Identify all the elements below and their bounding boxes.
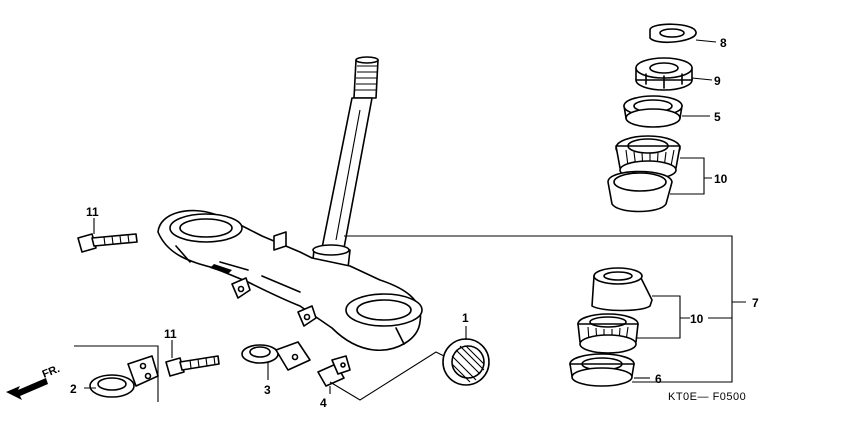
part-10-top-race xyxy=(607,170,673,213)
callout-11-bottom: 11 xyxy=(164,327,177,341)
part-3-bracket xyxy=(241,341,311,371)
part-1-cap xyxy=(442,338,490,386)
front-direction-indicator: FR. xyxy=(6,363,62,400)
bolt-bottom xyxy=(165,355,220,377)
leader-lines xyxy=(74,39,746,402)
part-8-washer xyxy=(649,23,697,44)
lower-triple-clamp xyxy=(157,209,423,351)
callout-4: 4 xyxy=(320,396,327,410)
callout-8: 8 xyxy=(720,36,727,50)
front-label: FR. xyxy=(41,363,62,381)
part-4-clip xyxy=(317,355,351,387)
front-arrow-icon xyxy=(6,378,48,400)
callout-10-top: 10 xyxy=(714,172,728,186)
callout-1: 1 xyxy=(462,311,469,325)
diagram-reference-code: KT0E— F0500 xyxy=(668,391,746,403)
callout-2: 2 xyxy=(70,382,77,396)
callout-10-bottom: 10 xyxy=(690,312,704,326)
part-10-bottom-bearing xyxy=(577,313,639,354)
callout-7: 7 xyxy=(752,296,759,310)
callout-9: 9 xyxy=(714,74,721,88)
part-9-nut xyxy=(635,57,693,91)
callout-3: 3 xyxy=(264,383,271,397)
callout-5: 5 xyxy=(714,110,721,124)
callout-11-top: 11 xyxy=(86,205,99,219)
callouts: 8 9 5 10 10 7 6 1 4 3 11 11 2 xyxy=(70,36,759,410)
part-5-seal xyxy=(623,95,683,128)
part-2-clamp xyxy=(89,355,159,398)
bolt-top xyxy=(77,233,138,253)
part-10-bottom-race xyxy=(591,267,653,312)
callout-6: 6 xyxy=(655,372,662,386)
part-6-seal xyxy=(569,353,635,387)
